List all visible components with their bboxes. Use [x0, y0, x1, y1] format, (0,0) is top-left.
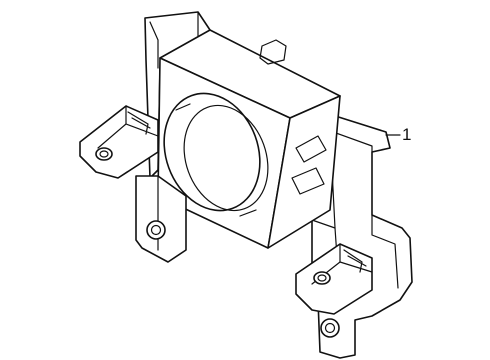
sensor-lens: [163, 92, 269, 217]
right-mounting-tab: [295, 243, 373, 315]
lower-left-leg: [135, 175, 187, 263]
lower-right-foot: [320, 318, 340, 338]
side-clips: [291, 135, 327, 195]
callout-label-1: 1: [402, 125, 412, 144]
left-mounting-tab: [79, 105, 159, 179]
